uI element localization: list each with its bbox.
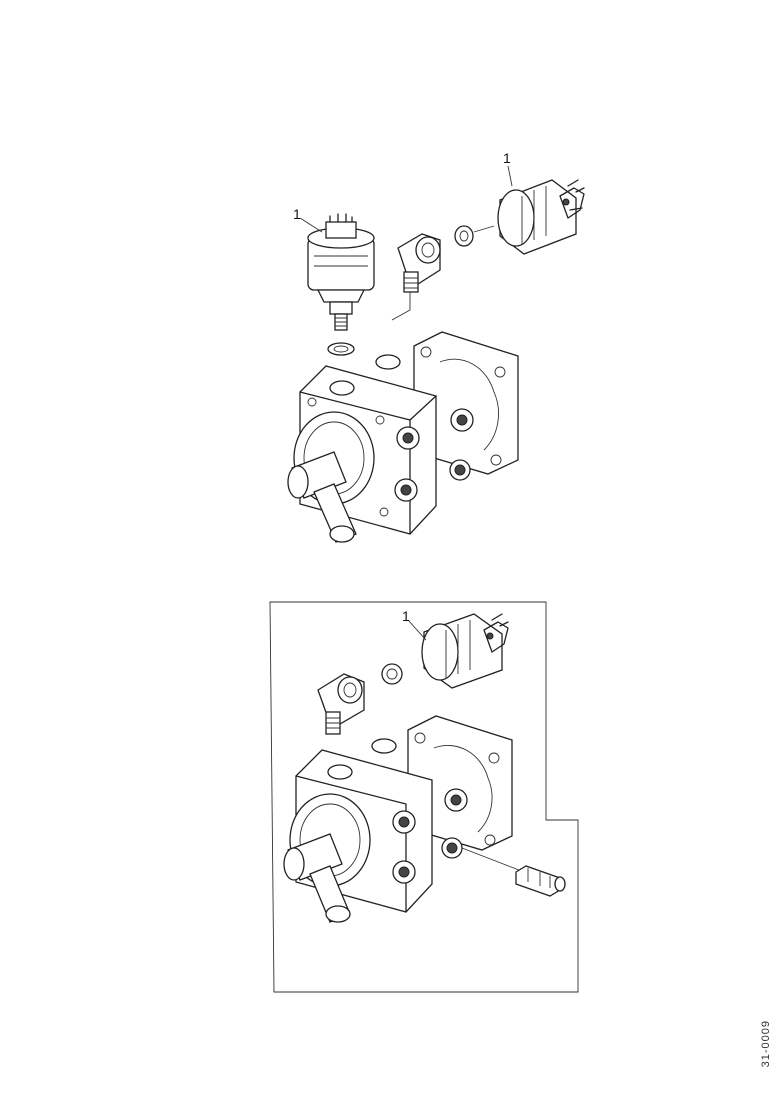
callout-leader xyxy=(407,619,427,641)
callout-leader xyxy=(507,165,513,187)
pump-body-bottom xyxy=(283,715,513,923)
callout-leader xyxy=(299,217,323,233)
washer-icon xyxy=(454,225,474,247)
detail-frame xyxy=(269,601,579,993)
bottom-assembly xyxy=(269,601,579,993)
top-assembly xyxy=(287,165,585,543)
elbow-fitting-bottom xyxy=(317,673,365,735)
pressure-sensor-bottom xyxy=(421,613,509,689)
plug-fitting xyxy=(515,865,566,897)
callout-1-left: 1 xyxy=(293,206,301,222)
pressure-sensor-left xyxy=(307,213,375,331)
pressure-sensor-right xyxy=(497,179,585,255)
pump-body-top xyxy=(287,331,519,543)
callout-1-right: 1 xyxy=(503,150,511,166)
washer-icon xyxy=(381,663,403,685)
washer-icon xyxy=(327,342,355,356)
callout-1-bottom: 1 xyxy=(402,608,410,624)
reference-code: 31-0009 xyxy=(760,1020,772,1068)
elbow-fitting xyxy=(391,233,441,321)
